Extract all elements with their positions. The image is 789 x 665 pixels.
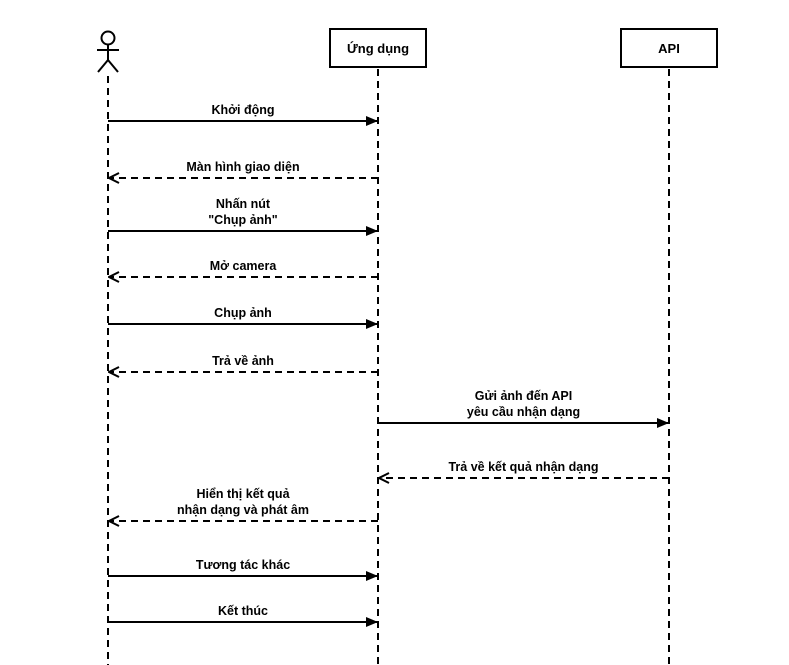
message-label: Khởi động [211, 103, 274, 117]
message-label: Màn hình giao diện [186, 160, 299, 174]
message-label: Chụp ảnh [214, 306, 272, 320]
message-label: yêu cầu nhận dạng [467, 405, 580, 419]
message-8: Trả về kết quả nhận dạng [379, 460, 669, 478]
message-2: Màn hình giao diện [109, 160, 378, 178]
message-label: "Chụp ảnh" [208, 213, 278, 227]
participant-app-label: Ứng dụng [347, 41, 409, 56]
message-7: Gửi ảnh đến API yêu cầu nhận dạng [378, 389, 669, 428]
message-label: nhận dạng và phát âm [177, 503, 309, 517]
message-9: Hiển thị kết quả nhận dạng và phát âm [109, 487, 378, 521]
message-label: Kết thúc [218, 604, 268, 618]
message-label: Tương tác khác [196, 558, 290, 572]
message-label: Trả về ảnh [212, 354, 274, 368]
message-1: Khởi động [108, 103, 378, 126]
message-label: Nhấn nút [216, 197, 271, 211]
message-3: Nhấn nút "Chụp ảnh" [108, 197, 378, 236]
message-label: Hiển thị kết quả [196, 487, 290, 501]
message-11: Kết thúc [108, 604, 378, 627]
actor-figure [97, 30, 119, 73]
participant-app: Ứng dụng [329, 28, 427, 68]
message-label: Mở camera [210, 259, 278, 273]
participant-api: API [620, 28, 718, 68]
participant-api-label: API [658, 41, 680, 56]
message-10: Tương tác khác [108, 558, 378, 581]
message-label: Trả về kết quả nhận dạng [448, 460, 598, 474]
message-6: Trả về ảnh [109, 354, 378, 372]
message-5: Chụp ảnh [108, 306, 378, 329]
message-4: Mở camera [109, 259, 378, 277]
message-label: Gửi ảnh đến API [475, 389, 573, 403]
